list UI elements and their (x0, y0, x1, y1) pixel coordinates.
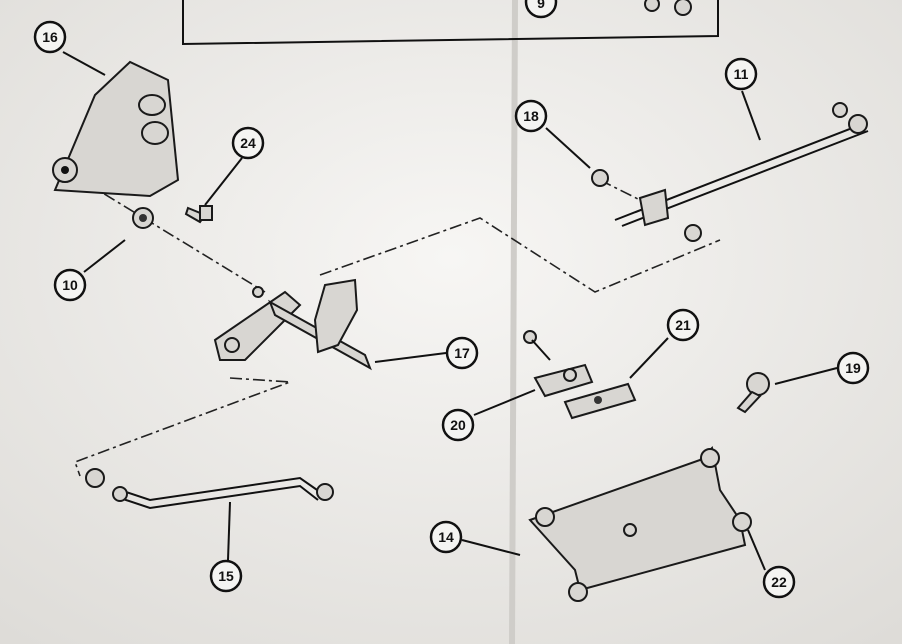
part-10-nut (132, 207, 154, 229)
part-20-plate (523, 330, 594, 398)
callout-20: 20 (441, 408, 475, 442)
callout-16: 16 (33, 20, 67, 54)
part-17-shaft-bracket (213, 278, 372, 371)
callout-label: 20 (450, 417, 466, 433)
callout-label: 11 (734, 66, 749, 82)
callout-label: 17 (454, 345, 470, 361)
callout-22: 22 (762, 565, 796, 599)
callout-9: 9 (524, 0, 558, 19)
callout-label: 18 (523, 108, 539, 124)
callout-14: 14 (429, 520, 463, 554)
callout-18: 18 (514, 99, 548, 133)
part-16-bracket (52, 60, 180, 198)
callout-label: 10 (62, 277, 78, 293)
callout-17: 17 (445, 336, 479, 370)
callout-10: 10 (53, 268, 87, 302)
callout-label: 22 (771, 574, 787, 590)
inset-box (182, 0, 719, 46)
callout-label: 24 (240, 135, 256, 151)
callout-label: 16 (42, 29, 58, 45)
part-11-rod (591, 102, 869, 242)
callout-label: 14 (438, 529, 454, 545)
callout-label: 19 (845, 360, 861, 376)
callout-19: 19 (836, 351, 870, 385)
callout-24: 24 (231, 126, 265, 160)
part-14-base (528, 445, 752, 602)
callout-label: 21 (675, 317, 691, 333)
part-24-screw (184, 205, 213, 224)
callout-label: 9 (537, 0, 545, 11)
part-15-link (85, 468, 334, 510)
part-19-bolt (736, 372, 770, 414)
leader-lines (62, 51, 838, 571)
callout-label: 15 (218, 568, 234, 584)
callout-15: 15 (209, 559, 243, 593)
callout-11: 11 (724, 57, 758, 91)
paper-fold (509, 0, 518, 644)
callout-21: 21 (666, 308, 700, 342)
part-21-plate (563, 382, 637, 420)
